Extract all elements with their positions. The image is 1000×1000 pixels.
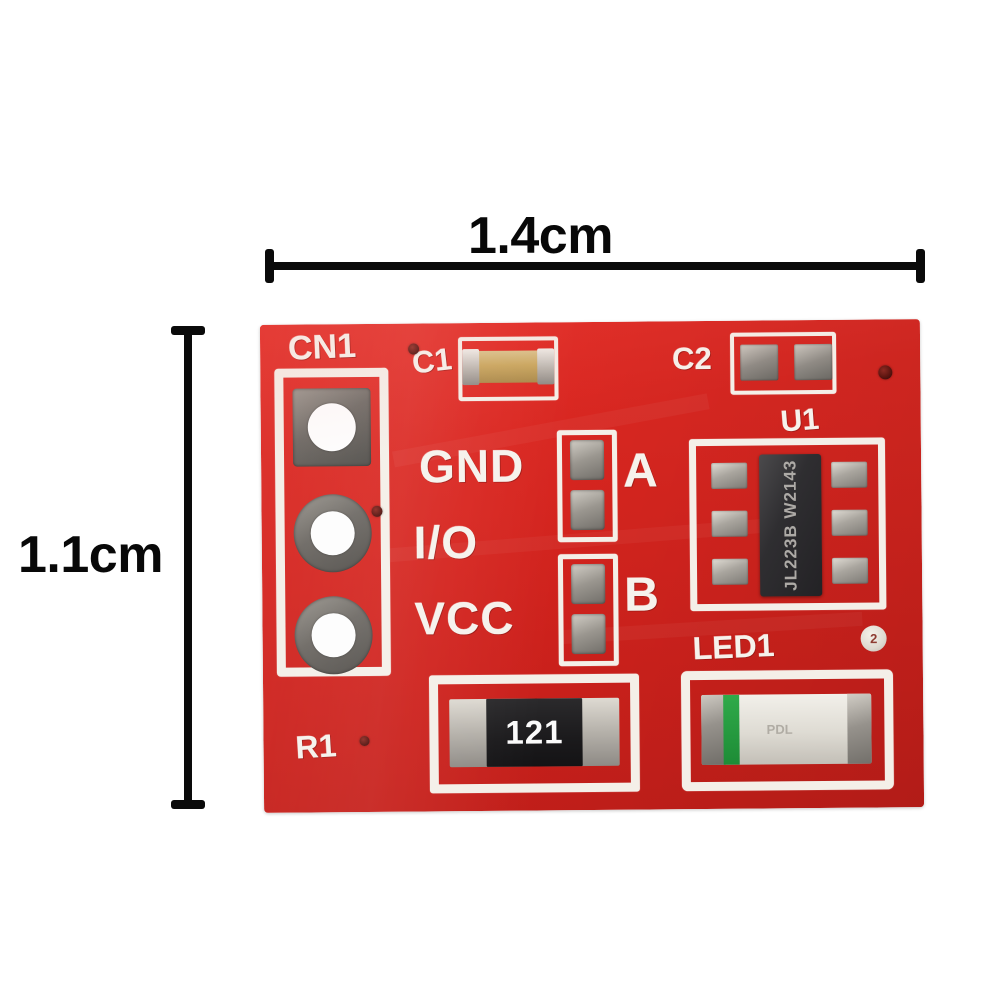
u1-pin-left-2	[711, 510, 748, 537]
led1-cathode-band	[723, 694, 740, 765]
u1-pin-right-1	[831, 461, 868, 488]
cn1-designator-label: CN1	[287, 326, 357, 368]
jumper-a-pad-bottom	[570, 489, 605, 531]
led1-component: PDL	[701, 693, 872, 766]
jumper-a-pad-top	[569, 439, 605, 481]
height-dimension-top-tick	[171, 326, 205, 335]
r1-resistor-component: 121	[449, 697, 620, 768]
height-dimension-bottom-tick	[171, 800, 205, 809]
u1-pin-left-1	[711, 462, 748, 489]
cn1-pad-1-hole	[307, 402, 357, 452]
pin-label-gnd: GND	[418, 439, 525, 493]
c1-capacitor-component	[468, 350, 549, 384]
jumper-b-label: B	[624, 568, 660, 622]
pin-label-vcc: VCC	[414, 591, 515, 645]
cn1-pad-1	[292, 387, 372, 467]
via-top	[408, 343, 420, 355]
cn1-pad-2-hole	[310, 511, 355, 556]
led1-designator-label: LED1	[691, 627, 776, 667]
height-dimension-line	[184, 330, 192, 806]
pin-label-io: I/O	[413, 515, 479, 569]
u1-designator-label: U1	[779, 402, 821, 439]
r1-resistor-body: 121	[486, 698, 583, 767]
jumper-a-label: A	[622, 444, 659, 498]
cn1-pad-3-hole	[311, 613, 356, 658]
jumper-b-pad-bottom	[571, 613, 606, 655]
u1-pin-right-2	[831, 509, 868, 536]
u1-ic-marking-text: JL223B W2143	[780, 459, 801, 591]
c2-pad-left	[740, 344, 779, 381]
test-pad-marker: 2	[860, 625, 887, 652]
height-dimension-label: 1.1cm	[18, 526, 163, 584]
width-dimension-label: 1.4cm	[468, 207, 613, 265]
width-dimension-line	[268, 262, 922, 270]
u1-ic-package: JL223B W2143	[759, 453, 823, 597]
c2-pad-right	[794, 343, 833, 381]
u1-pin-left-3	[711, 558, 749, 585]
led1-solder-right	[847, 693, 872, 766]
u1-pin-right-3	[831, 557, 869, 584]
c2-designator-label: C2	[672, 340, 712, 377]
jumper-b-pad-top	[570, 563, 606, 605]
led1-solder-left	[701, 693, 726, 766]
pcb-board: CN1 C1 C2 GND I/O VCC A B U1	[259, 319, 925, 813]
test-pad-marker-text: 2	[869, 631, 878, 647]
via-near-cn1	[371, 505, 383, 517]
r1-designator-label: R1	[294, 727, 338, 766]
width-dimension-left-tick	[265, 249, 274, 283]
cn1-pad-2	[293, 493, 373, 573]
via-near-r1	[359, 735, 370, 747]
cn1-pad-3	[294, 595, 373, 675]
led1-marking-text: PDL	[766, 721, 793, 737]
width-dimension-right-tick	[916, 249, 925, 283]
r1-resistance-code: 121	[505, 713, 564, 751]
mounting-hole-right	[878, 365, 893, 380]
